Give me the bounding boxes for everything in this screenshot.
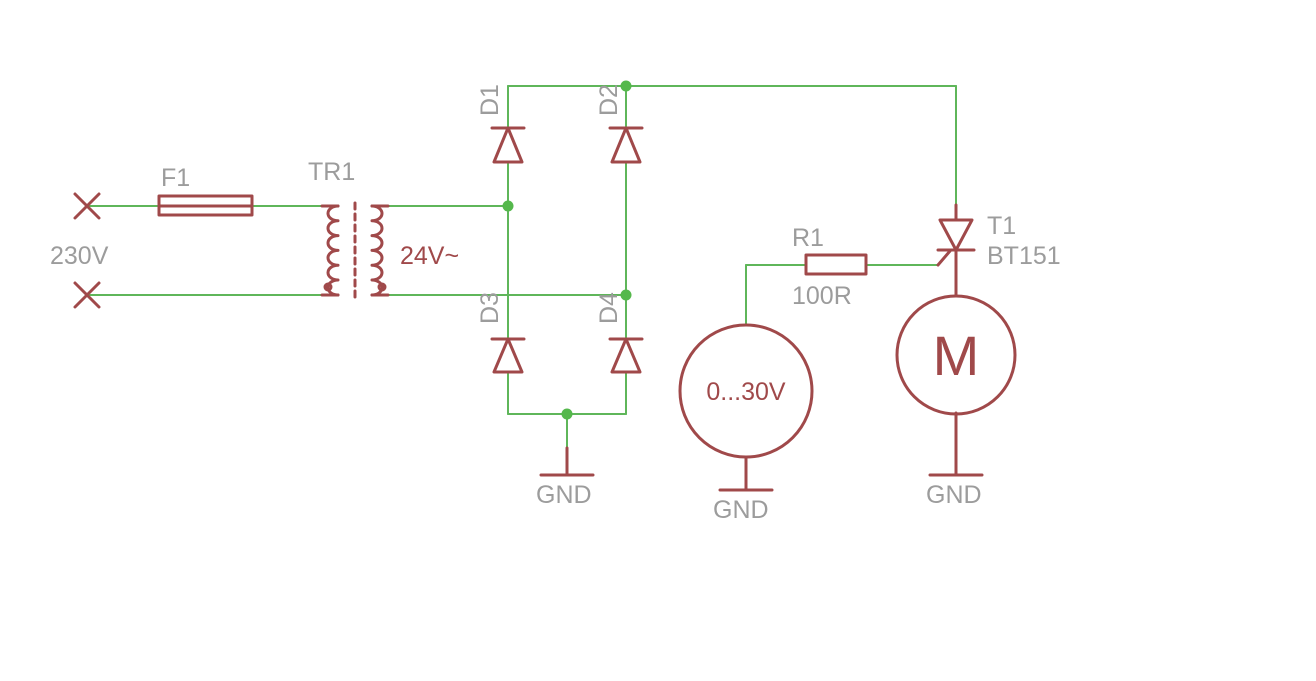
input-voltage-label: 230V <box>50 242 109 270</box>
thyristor-symbol <box>936 203 976 298</box>
ground-symbol-source <box>718 455 774 492</box>
diode-d4 <box>608 337 644 374</box>
motor-symbol <box>895 294 1017 416</box>
junction-d2-top <box>620 80 632 92</box>
motor-symbol-label: M <box>933 324 980 387</box>
ground-symbol-bridge <box>539 446 595 477</box>
wires <box>86 85 957 449</box>
transformer-secondary-label: 24V~ <box>400 242 459 270</box>
diode-d1-label: D1 <box>476 84 504 116</box>
voltage-source-value: 0...30V <box>706 378 786 406</box>
input-terminal-2 <box>73 281 101 309</box>
input-terminal-1 <box>73 192 101 220</box>
junction-bottom <box>561 408 573 420</box>
ground-label-bridge: GND <box>536 481 592 509</box>
junction-ac2 <box>620 289 632 301</box>
junction-ac1 <box>502 200 514 212</box>
transformer-ref-label: TR1 <box>308 158 355 186</box>
fuse-symbol <box>157 194 254 217</box>
resistor-symbol <box>804 253 868 276</box>
diode-d4-label: D4 <box>595 292 623 324</box>
ground-symbol-motor <box>928 411 984 477</box>
transformer-symbol <box>320 201 390 300</box>
junctions <box>502 80 632 420</box>
diode-d2 <box>608 126 644 164</box>
voltage-source-symbol <box>678 323 814 459</box>
resistor-ref-label: R1 <box>792 224 824 252</box>
fuse-ref-label: F1 <box>161 164 190 192</box>
diode-d3-label: D3 <box>476 292 504 324</box>
ground-label-source: GND <box>713 496 769 524</box>
resistor-value-label: 100R <box>792 282 852 310</box>
diode-d2-label: D2 <box>595 84 623 116</box>
diode-d1 <box>490 126 526 164</box>
thyristor-part-label: BT151 <box>987 242 1061 270</box>
diode-d3 <box>490 337 526 374</box>
thyristor-ref-label: T1 <box>987 212 1016 240</box>
ground-label-motor: GND <box>926 481 982 509</box>
